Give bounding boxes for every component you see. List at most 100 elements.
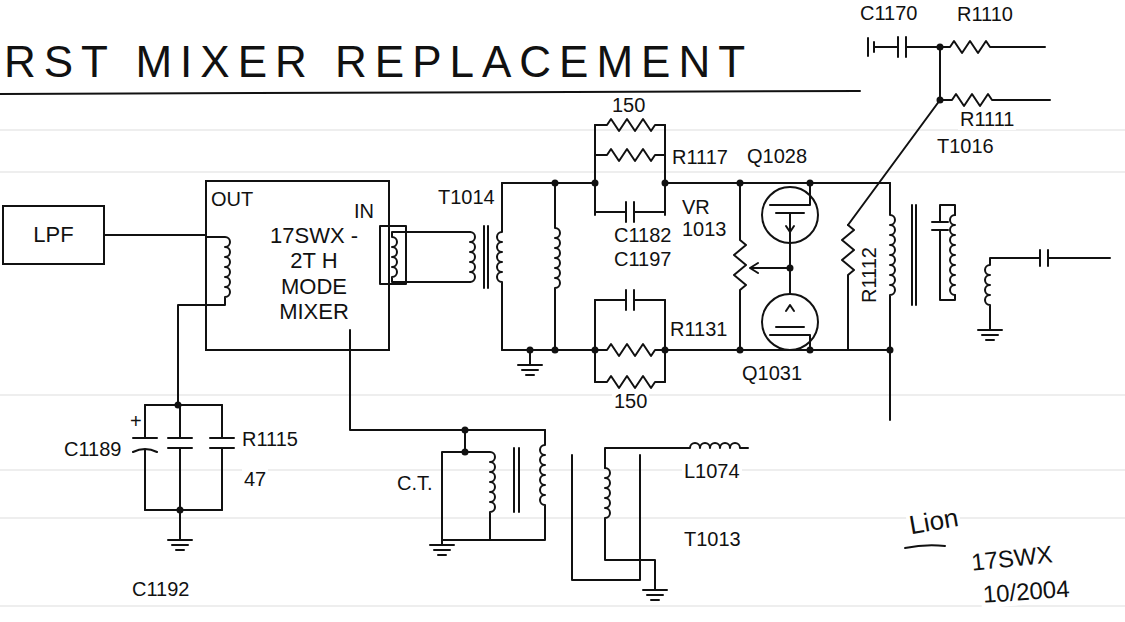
t1016-transformer [985,258,1040,330]
capacitor-bank [178,508,183,513]
transistor-symbol [786,305,794,311]
signature-stroke [905,545,945,548]
r1117-network [663,181,668,186]
t1016-transformer [950,215,955,295]
transistor-symbol [762,181,818,353]
variable-resistor [738,348,743,353]
transistor-symbol [762,294,818,350]
notebook-rule [0,470,1125,471]
ct-transformer [463,450,468,455]
part-label: OUT [209,188,255,210]
signature: 10/2004 [980,576,1072,608]
c1170-r1110-r1111-network [939,47,941,100]
t1013-transformer [572,443,748,600]
r1117-network [593,119,668,222]
c1170-r1110-r1111-network [842,225,854,350]
c1170-r1110-r1111-network [842,37,1050,350]
ct-transformer [514,448,519,512]
t1016-transformer [888,348,893,353]
ct-transformer [350,330,545,430]
capacitor-bank [168,405,192,510]
variable-resistor [750,263,790,273]
transistor-symbol [808,181,813,186]
mixer-output-coil [178,237,230,405]
t1016-transformer [888,183,1111,420]
part-label: IN [352,200,376,222]
transistor-symbol [786,226,794,232]
transistor-symbol [770,183,810,294]
r1131-network [595,300,665,382]
t1014-transformer [518,350,542,375]
r1117-network [595,119,665,131]
transistor-symbol [770,327,810,350]
t1014-transformer [380,181,560,376]
notebook-rule [0,606,1125,607]
transistor-symbol [808,348,813,353]
part-label: R1111 [958,108,1016,130]
t1016-transformer [1040,250,1110,266]
part-label: T1014 [436,186,497,208]
part-label: T1016 [935,135,996,157]
ct-transformer [463,428,468,433]
c1170-r1110-r1111-network [940,41,1045,53]
part-label: C1192 [130,578,191,600]
capacitor-bank [210,405,234,510]
part-label: R1131 [668,318,729,340]
t1016-transformer [912,205,916,305]
t1014-transformer [470,232,475,282]
t1016-transformer [978,330,1002,340]
r1131-network [663,348,668,353]
part-label: Q1031 [740,362,804,384]
filter-box: LPF [2,205,105,265]
notebook-rule [0,172,1125,173]
t1016-transformer [890,183,895,420]
part-label: R1110 [955,3,1015,25]
signature: Lion [905,503,962,540]
part-label: R1115 [240,428,300,450]
r1117-network [595,202,665,222]
part-label: R1112 [858,245,880,305]
part-label: 150 [612,390,649,412]
signature: 17SWX [968,541,1056,576]
part-label: C.T. [395,472,435,494]
c1170-r1110-r1111-network [938,98,943,103]
page-title: RST MIXER REPLACEMENT [4,40,753,84]
r1117-network [595,149,665,161]
part-label: VR 1013 [680,196,732,240]
part-label: T1013 [682,528,743,550]
notebook-rule [0,130,1125,131]
t1014-transformer [484,226,488,288]
part-label: L1074 [682,460,742,482]
t1014-transformer [392,232,470,282]
c1170-r1110-r1111-network [868,38,898,56]
r1131-network [595,344,665,356]
capacitor-bank [176,403,181,408]
notebook-rule [0,395,1125,396]
r1117-network [593,181,598,186]
part-label: 47 [242,468,268,490]
ct-transformer [430,430,465,555]
part-label: Q1028 [745,145,809,167]
signature-stroke [905,545,945,548]
variable-resistor [734,183,746,350]
c1170-r1110-r1111-network [848,100,940,225]
part-label: + [128,410,144,432]
t1013-transformer [643,590,667,600]
t1013-transformer [605,468,655,590]
part-label: C1182 [612,224,673,246]
capacitor-bank [145,510,222,550]
t1014-transformer [497,183,502,350]
c1170-r1110-r1111-network [898,37,940,57]
capacitor-bank [133,403,234,551]
r1131-network [595,376,665,388]
part-label: C1170 [858,2,919,24]
r1131-network [593,348,598,353]
r1131-network [595,290,665,310]
node-text: 17SWX - 2T H MODE MIXER [255,223,373,324]
c1170-r1110-r1111-network [938,45,943,50]
ct-transformer [350,330,545,555]
t1014-transformer [555,183,560,350]
title-underline [0,91,860,94]
mixer-output-coil [178,237,230,405]
notebook-rule [0,130,1125,606]
